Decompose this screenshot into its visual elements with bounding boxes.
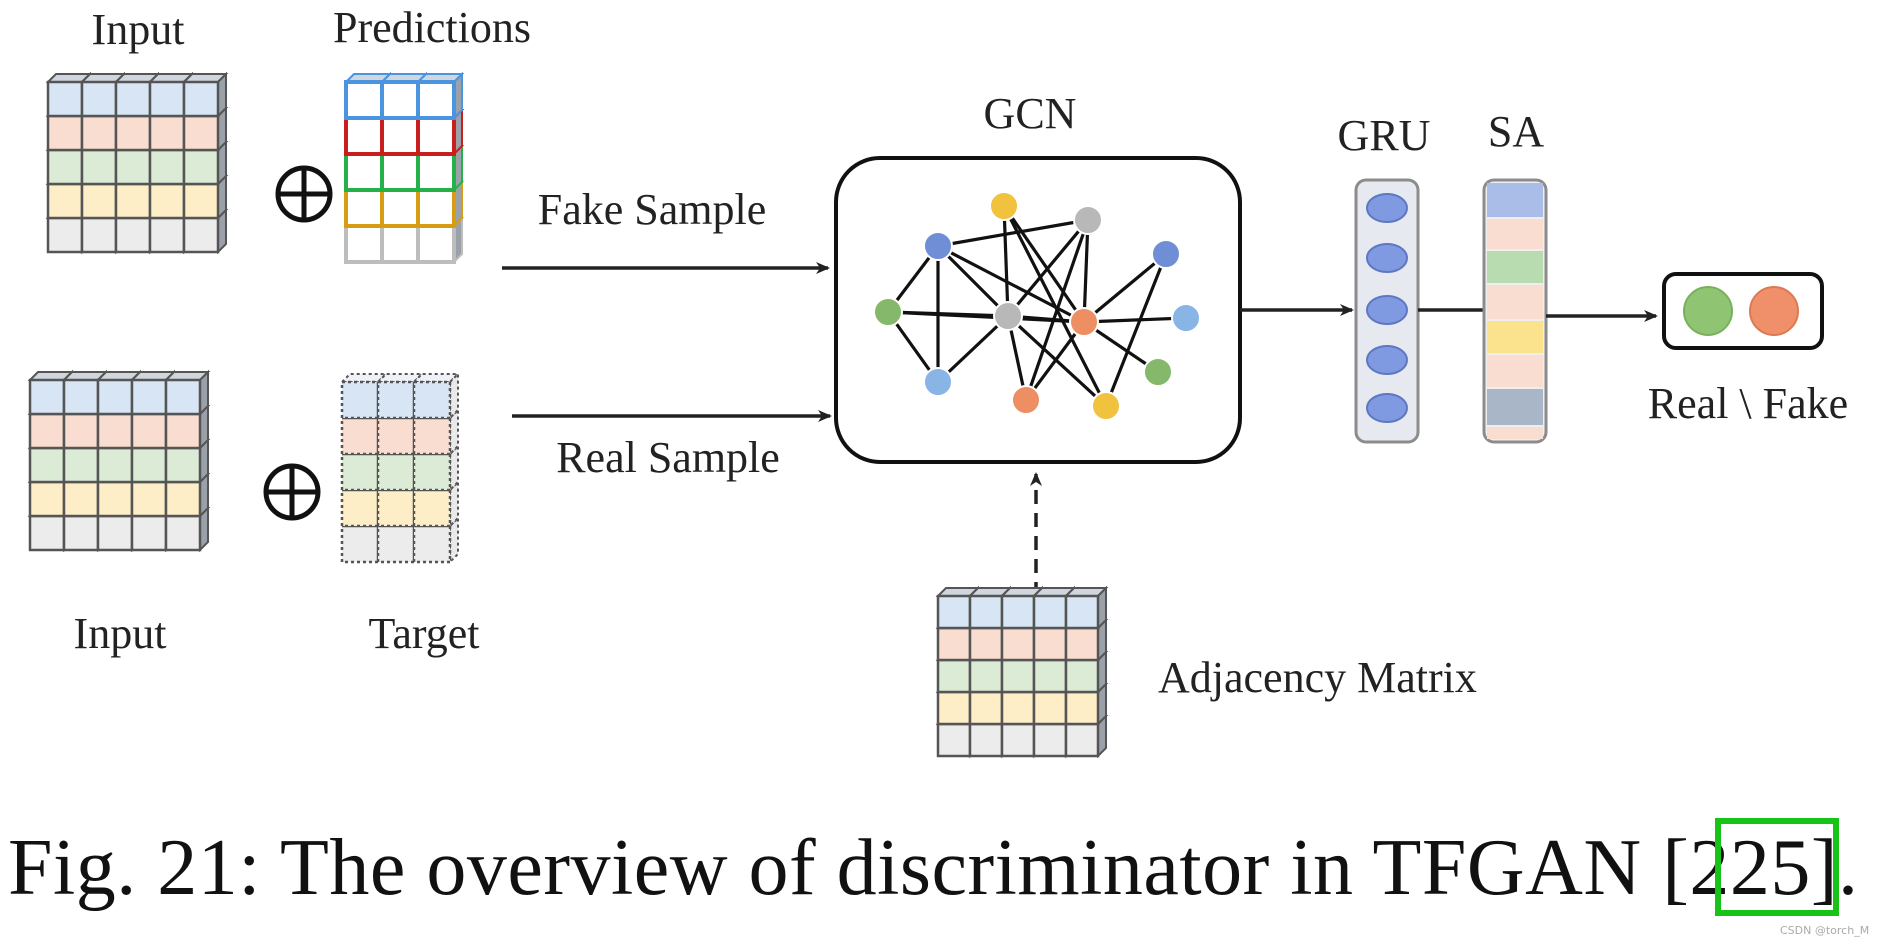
caption-text: Fig. 21: The overview of discriminator i… — [8, 818, 1858, 918]
graph-node — [923, 367, 953, 397]
fake-sample-label: Fake Sample — [538, 185, 767, 234]
matrix-cell — [181, 71, 229, 119]
gcn-graph — [873, 191, 1201, 421]
gcn-label: GCN — [984, 89, 1077, 138]
real-sample-label: Real Sample — [556, 433, 780, 482]
gru-unit — [1366, 345, 1408, 375]
graph-edge — [1024, 321, 1086, 401]
target-label: Target — [369, 609, 480, 658]
graph-node — [873, 297, 903, 327]
input-matrix-top — [45, 71, 229, 255]
matrix-cell — [163, 369, 211, 417]
graph-node — [1151, 239, 1181, 269]
adjacency-matrix-label: Adjacency Matrix — [1158, 653, 1477, 702]
concat-operator-bottom-icon — [263, 463, 321, 521]
graph-edge — [1024, 219, 1090, 401]
graph-edge — [1083, 316, 1187, 324]
predictions-label: Predictions — [333, 3, 531, 52]
figure-caption: Fig. 21: The overview of discriminator i… — [0, 818, 1887, 928]
input-matrix-bottom — [27, 369, 211, 553]
target-matrix — [339, 371, 461, 565]
citation-highlight-box — [1715, 818, 1839, 916]
graph-node — [1091, 391, 1121, 421]
graph-edge — [1104, 253, 1168, 407]
graph-edge — [936, 244, 1010, 318]
matrix-cell — [411, 371, 461, 421]
graph-node — [923, 231, 953, 261]
watermark: CSDN @torch_M — [1780, 924, 1870, 937]
matrix-cell — [415, 71, 465, 121]
matrix-cell — [163, 505, 211, 553]
graph-node — [1143, 357, 1173, 387]
real-output-icon — [1683, 286, 1733, 336]
graph-edge — [1006, 218, 1090, 318]
graph-node — [1073, 205, 1103, 235]
concat-operator-top-icon — [275, 165, 333, 223]
sa-label: SA — [1488, 107, 1544, 156]
graph-edge — [937, 244, 1085, 324]
graph-node — [1011, 385, 1041, 415]
real-fake-label: Real \ Fake — [1648, 379, 1848, 428]
gru-unit — [1366, 295, 1408, 325]
gru-units — [1366, 193, 1408, 423]
matrix-cell — [1063, 585, 1109, 631]
input-top-label: Input — [92, 5, 185, 54]
graph-edge — [936, 314, 1010, 384]
matrix-cell — [967, 585, 1013, 631]
gru-unit — [1366, 243, 1408, 273]
gru-label: GRU — [1338, 111, 1431, 160]
adjacency-matrix — [935, 585, 1109, 759]
graph-edge — [1002, 205, 1086, 323]
predictions-matrix — [343, 71, 465, 265]
graph-edge — [1002, 205, 1108, 407]
matrix-cell — [163, 403, 211, 451]
gru-unit — [1366, 393, 1408, 423]
fake-output-icon — [1749, 286, 1799, 336]
sa-block — [1482, 178, 1548, 444]
graph-edge — [1082, 252, 1168, 324]
input-bottom-label: Input — [74, 609, 167, 658]
caption-citation[interactable]: 225 — [1689, 824, 1811, 912]
graph-edge — [937, 218, 1089, 248]
gru-unit — [1366, 193, 1408, 223]
graph-node — [989, 191, 1019, 221]
caption-prefix: Fig. 21: The overview of discriminator i… — [8, 824, 1690, 912]
graph-node — [993, 301, 1023, 331]
graph-node — [1171, 303, 1201, 333]
graph-edge — [1002, 205, 1010, 317]
graph-node — [1069, 307, 1099, 337]
graph-edge — [1006, 314, 1108, 408]
graph-edge — [1082, 219, 1090, 323]
